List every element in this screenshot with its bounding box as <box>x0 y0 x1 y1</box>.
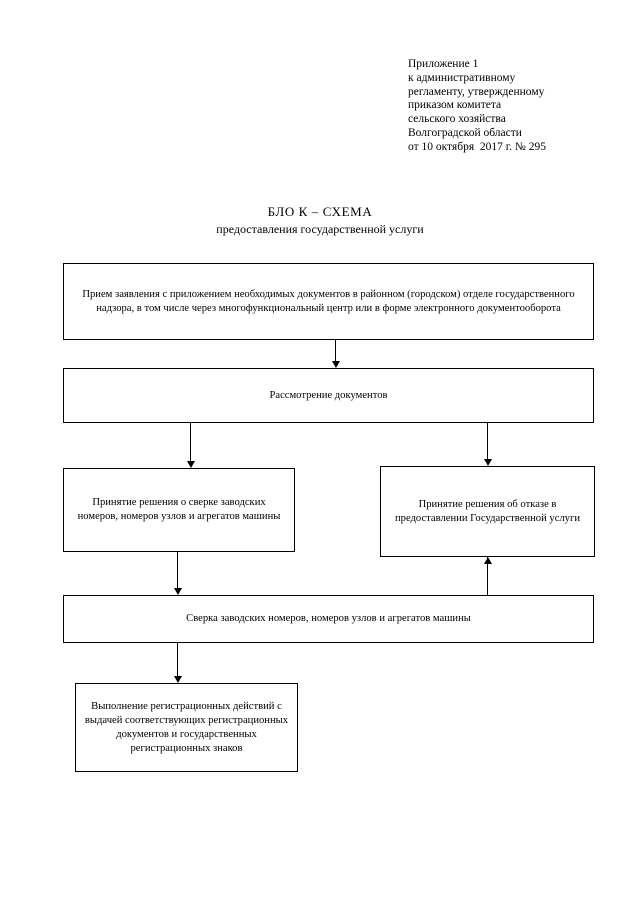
flow-node-decision-verify: Принятие решения о сверке заводских номе… <box>63 468 295 552</box>
arrow-line <box>190 423 191 461</box>
flow-node-verification-label: Сверка заводских номеров, номеров узлов … <box>186 613 471 624</box>
flow-node-review: Рассмотрение документов <box>63 368 594 423</box>
flow-node-registration-label: Выполнение регистрационных действий с вы… <box>84 700 289 754</box>
flow-node-decision-refuse: Принятие решения об отказе в предоставле… <box>380 466 595 557</box>
arrow-head-down-icon <box>186 461 195 468</box>
flow-node-review-label: Рассмотрение документов <box>269 389 388 401</box>
arrow-head-down-icon <box>173 676 182 683</box>
arrow-head-up-icon <box>483 557 492 564</box>
flow-node-verification: Сверка заводских номеров, номеров узлов … <box>63 595 594 643</box>
page-subtitle: предоставления государственной услуги <box>216 222 424 236</box>
flow-node-decision-refuse-label: Принятие решения об отказе в предоставле… <box>394 498 580 524</box>
arrow-head-down-icon <box>173 588 182 595</box>
flow-node-decision-verify-label: Принятие решения о сверке заводских номе… <box>77 497 281 522</box>
title-block: БЛО К – СХЕМА предоставления государстве… <box>0 203 640 238</box>
flow-node-registration: Выполнение регистрационных действий с вы… <box>75 683 298 772</box>
page-title: БЛО К – СХЕМА <box>267 204 373 219</box>
arrow-line <box>487 557 488 595</box>
arrow-line <box>487 423 488 459</box>
arrow-head-down-icon <box>331 361 340 368</box>
arrow-head-down-icon <box>483 459 492 466</box>
arrow-line <box>335 340 336 361</box>
document-header-block: Приложение 1 к административному регламе… <box>408 58 547 153</box>
flow-node-intake: Прием заявления с приложением необходимы… <box>63 263 594 340</box>
flow-node-intake-label: Прием заявления с приложением необходимы… <box>82 288 575 314</box>
arrow-line <box>177 552 178 588</box>
arrow-line <box>177 643 178 676</box>
